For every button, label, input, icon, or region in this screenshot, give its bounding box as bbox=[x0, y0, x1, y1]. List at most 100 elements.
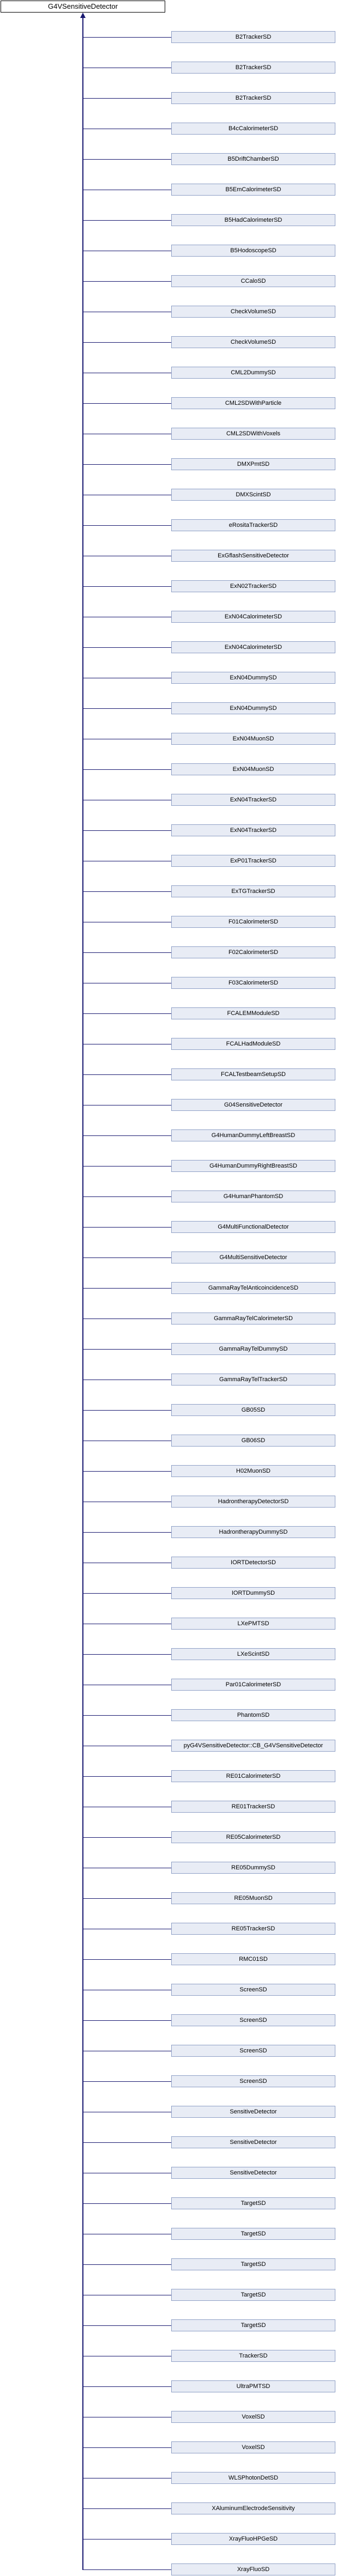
class-node[interactable]: IORTDetectorSD bbox=[171, 1557, 335, 1569]
class-node[interactable]: GammaRayTelAnticoincidenceSD bbox=[171, 1282, 335, 1294]
class-node[interactable]: B2TrackerSD bbox=[171, 62, 335, 74]
class-node[interactable]: GammaRayTelCalorimeterSD bbox=[171, 1313, 335, 1325]
class-node[interactable]: CheckVolumeSD bbox=[171, 306, 335, 318]
edge-connector bbox=[83, 2081, 171, 2082]
class-node[interactable]: ExTGTrackerSD bbox=[171, 885, 335, 897]
class-node[interactable]: RE05MuonSD bbox=[171, 1892, 335, 1904]
edge-connector bbox=[83, 342, 171, 343]
class-node[interactable]: eRositaTrackerSD bbox=[171, 519, 335, 531]
class-node[interactable]: LXePMTSD bbox=[171, 1618, 335, 1630]
class-node[interactable]: ExN04MuonSD bbox=[171, 763, 335, 775]
class-node[interactable]: IORTDummySD bbox=[171, 1587, 335, 1599]
class-node[interactable]: ExN04TrackerSD bbox=[171, 824, 335, 836]
class-node[interactable]: DMXPmtSD bbox=[171, 458, 335, 470]
class-node[interactable]: DMXScintSD bbox=[171, 489, 335, 501]
class-node[interactable]: CheckVolumeSD bbox=[171, 336, 335, 348]
class-node[interactable]: B5EmCalorimeterSD bbox=[171, 184, 335, 196]
edge-connector bbox=[83, 1410, 171, 1411]
class-node[interactable]: B5DriftChamberSD bbox=[171, 153, 335, 165]
class-node[interactable]: TargetSD bbox=[171, 2289, 335, 2301]
class-node[interactable]: ExN04CalorimeterSD bbox=[171, 641, 335, 653]
class-node[interactable]: ExP01TrackerSD bbox=[171, 855, 335, 867]
edge-connector bbox=[83, 1898, 171, 1899]
class-node[interactable]: FCALEMModuleSD bbox=[171, 1007, 335, 1019]
class-node[interactable]: RE05DummySD bbox=[171, 1862, 335, 1874]
class-node[interactable]: TargetSD bbox=[171, 2197, 335, 2209]
edge-connector bbox=[83, 1013, 171, 1014]
class-node[interactable]: LXeScintSD bbox=[171, 1648, 335, 1660]
class-node[interactable]: B2TrackerSD bbox=[171, 31, 335, 43]
class-node[interactable]: ExGflashSensitiveDetector bbox=[171, 550, 335, 562]
class-node[interactable]: F02CalorimeterSD bbox=[171, 946, 335, 958]
class-node[interactable]: TargetSD bbox=[171, 2319, 335, 2331]
class-node[interactable]: ScreenSD bbox=[171, 2045, 335, 2057]
class-node[interactable]: RE01TrackerSD bbox=[171, 1801, 335, 1813]
root-class-node: G4VSensitiveDetector bbox=[1, 1, 165, 13]
class-node[interactable]: FCALTestbeamSetupSD bbox=[171, 1068, 335, 1080]
edge-connector bbox=[83, 1593, 171, 1594]
class-node[interactable]: GB06SD bbox=[171, 1435, 335, 1447]
class-node[interactable]: PhantomSD bbox=[171, 1709, 335, 1721]
edge-connector bbox=[83, 1715, 171, 1716]
class-node[interactable]: G4MultiFunctionalDetector bbox=[171, 1221, 335, 1233]
class-node[interactable]: G4MultiSensitiveDetector bbox=[171, 1251, 335, 1263]
class-node[interactable]: RE01CalorimeterSD bbox=[171, 1770, 335, 1782]
edge-connector bbox=[83, 1257, 171, 1258]
class-node[interactable]: TargetSD bbox=[171, 2228, 335, 2240]
class-node[interactable]: TargetSD bbox=[171, 2258, 335, 2270]
class-node[interactable]: UltraPMTSD bbox=[171, 2380, 335, 2392]
class-node[interactable]: ExN04TrackerSD bbox=[171, 794, 335, 806]
class-node[interactable]: VoxelSD bbox=[171, 2441, 335, 2453]
class-node[interactable]: pyG4VSensitiveDetector::CB_G4VSensitiveD… bbox=[171, 1740, 335, 1752]
class-node[interactable]: XrayFluoHPGeSD bbox=[171, 2533, 335, 2545]
class-node[interactable]: RE05CalorimeterSD bbox=[171, 1831, 335, 1843]
class-node[interactable]: ExN02TrackerSD bbox=[171, 580, 335, 592]
edge-connector bbox=[83, 220, 171, 221]
class-node[interactable]: F03CalorimeterSD bbox=[171, 977, 335, 989]
class-node[interactable]: G04SensitiveDetector bbox=[171, 1099, 335, 1111]
class-node[interactable]: RE05TrackerSD bbox=[171, 1923, 335, 1935]
class-node[interactable]: GammaRayTelTrackerSD bbox=[171, 1374, 335, 1386]
class-node[interactable]: B5HodoscopeSD bbox=[171, 245, 335, 257]
class-node[interactable]: G4HumanPhantomSD bbox=[171, 1190, 335, 1202]
class-node[interactable]: TrackerSD bbox=[171, 2350, 335, 2362]
class-node[interactable]: FCALHadModuleSD bbox=[171, 1038, 335, 1050]
class-node[interactable]: SensitiveDetector bbox=[171, 2136, 335, 2148]
class-node[interactable]: XAluminumElectrodeSensitivity bbox=[171, 2502, 335, 2514]
edge-connector bbox=[83, 1196, 171, 1197]
class-node[interactable]: SensitiveDetector bbox=[171, 2167, 335, 2179]
class-node[interactable]: ScreenSD bbox=[171, 2014, 335, 2026]
edge-connector bbox=[83, 1776, 171, 1777]
class-node[interactable]: H02MuonSD bbox=[171, 1465, 335, 1477]
class-node[interactable]: F01CalorimeterSD bbox=[171, 916, 335, 928]
class-node[interactable]: VoxelSD bbox=[171, 2411, 335, 2423]
class-node[interactable]: WLSPhotonDetSD bbox=[171, 2472, 335, 2484]
class-node[interactable]: Par01CalorimeterSD bbox=[171, 1679, 335, 1691]
class-node[interactable]: G4HumanDummyRightBreastSD bbox=[171, 1160, 335, 1172]
class-node[interactable]: ExN04MuonSD bbox=[171, 733, 335, 745]
class-node[interactable]: B2TrackerSD bbox=[171, 92, 335, 104]
class-node[interactable]: XrayFluoSD bbox=[171, 2563, 335, 2575]
edge-connector bbox=[83, 1349, 171, 1350]
class-node[interactable]: G4HumanDummyLeftBreastSD bbox=[171, 1129, 335, 1141]
class-node[interactable]: ExN04DummySD bbox=[171, 702, 335, 714]
class-node[interactable]: CML2SDWithVoxels bbox=[171, 428, 335, 440]
class-node[interactable]: HadrontherapyDetectorSD bbox=[171, 1496, 335, 1508]
class-node[interactable]: B5HadCalorimeterSD bbox=[171, 214, 335, 226]
class-node[interactable]: B4cCalorimeterSD bbox=[171, 123, 335, 135]
class-node[interactable]: CCaloSD bbox=[171, 275, 335, 287]
class-node[interactable]: CML2DummySD bbox=[171, 367, 335, 379]
class-node[interactable]: HadrontherapyDummySD bbox=[171, 1526, 335, 1538]
class-node[interactable]: GammaRayTelDummySD bbox=[171, 1343, 335, 1355]
edge-connector bbox=[83, 1837, 171, 1838]
class-node[interactable]: RMC01SD bbox=[171, 1953, 335, 1965]
class-node[interactable]: SensitiveDetector bbox=[171, 2106, 335, 2118]
class-node[interactable]: ExN04CalorimeterSD bbox=[171, 611, 335, 623]
class-node[interactable]: ExN04DummySD bbox=[171, 672, 335, 684]
class-node[interactable]: GB05SD bbox=[171, 1404, 335, 1416]
edge-connector bbox=[83, 464, 171, 465]
edge-connector bbox=[83, 2264, 171, 2265]
class-node[interactable]: ScreenSD bbox=[171, 2075, 335, 2087]
class-node[interactable]: CML2SDWithParticle bbox=[171, 397, 335, 409]
class-node[interactable]: ScreenSD bbox=[171, 1984, 335, 1996]
